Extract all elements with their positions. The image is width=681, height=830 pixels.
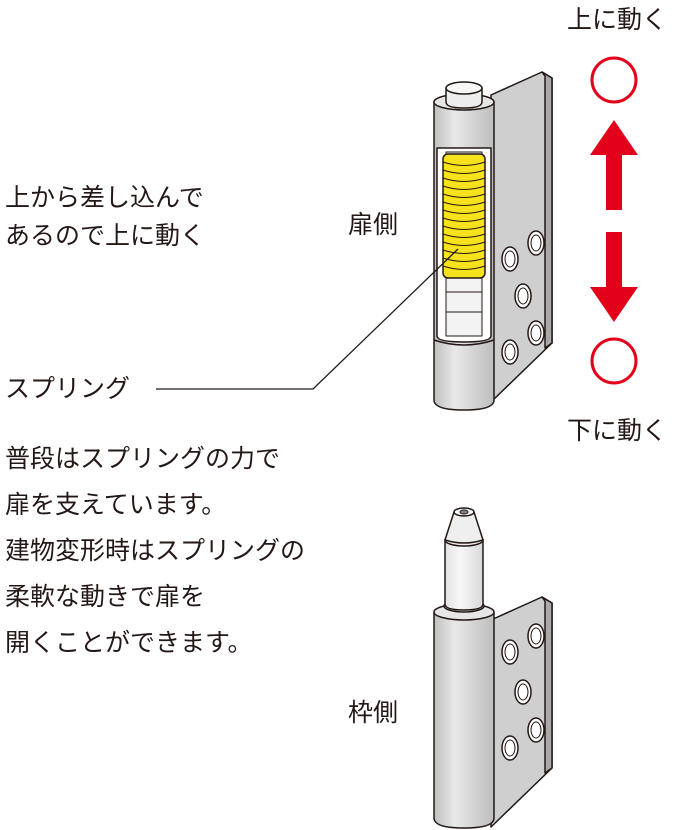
spring-coil bbox=[442, 153, 486, 279]
frame-side-label: 枠側 bbox=[348, 698, 399, 727]
spring-leader-line bbox=[156, 248, 459, 390]
frame-hinge-barrel bbox=[433, 599, 495, 829]
movement-indicator bbox=[590, 56, 638, 385]
double-arrow-icon bbox=[590, 120, 638, 322]
frame-hinge-leaf bbox=[490, 596, 553, 828]
down-moves-label: 下に動く bbox=[567, 416, 668, 445]
explanation-note-line: 扉を支えています。 bbox=[5, 490, 227, 519]
door-hinge-leaf bbox=[490, 71, 553, 403]
up-circle-icon bbox=[590, 56, 638, 104]
explanation-note: 普段はスプリングの力で 扉を支えています。 建物変形時はスプリングの 柔軟な動き… bbox=[5, 436, 305, 666]
door-side-label: 扉側 bbox=[348, 210, 399, 239]
explanation-note-line: 普段はスプリングの力で bbox=[5, 444, 281, 473]
explanation-note-line: 柔軟な動きで扉を bbox=[5, 582, 206, 611]
explanation-note-line: 開くことができます。 bbox=[5, 628, 253, 657]
frame-side-hinge bbox=[433, 507, 553, 829]
frame-hinge-pin bbox=[444, 507, 484, 611]
spring-label: スプリング bbox=[5, 374, 131, 403]
door-side-hinge bbox=[433, 71, 553, 411]
down-circle-icon bbox=[590, 337, 638, 385]
insert-note: 上から差し込んで あるので上に動く bbox=[5, 179, 205, 255]
insert-note-line: あるので上に動く bbox=[5, 221, 206, 250]
up-moves-label: 上に動く bbox=[567, 5, 668, 34]
frame-leaf-screw-holes bbox=[501, 623, 545, 761]
insert-note-line: 上から差し込んで bbox=[5, 183, 204, 212]
door-leaf-screw-holes bbox=[501, 230, 545, 365]
explanation-note-line: 建物変形時はスプリングの bbox=[5, 536, 306, 565]
